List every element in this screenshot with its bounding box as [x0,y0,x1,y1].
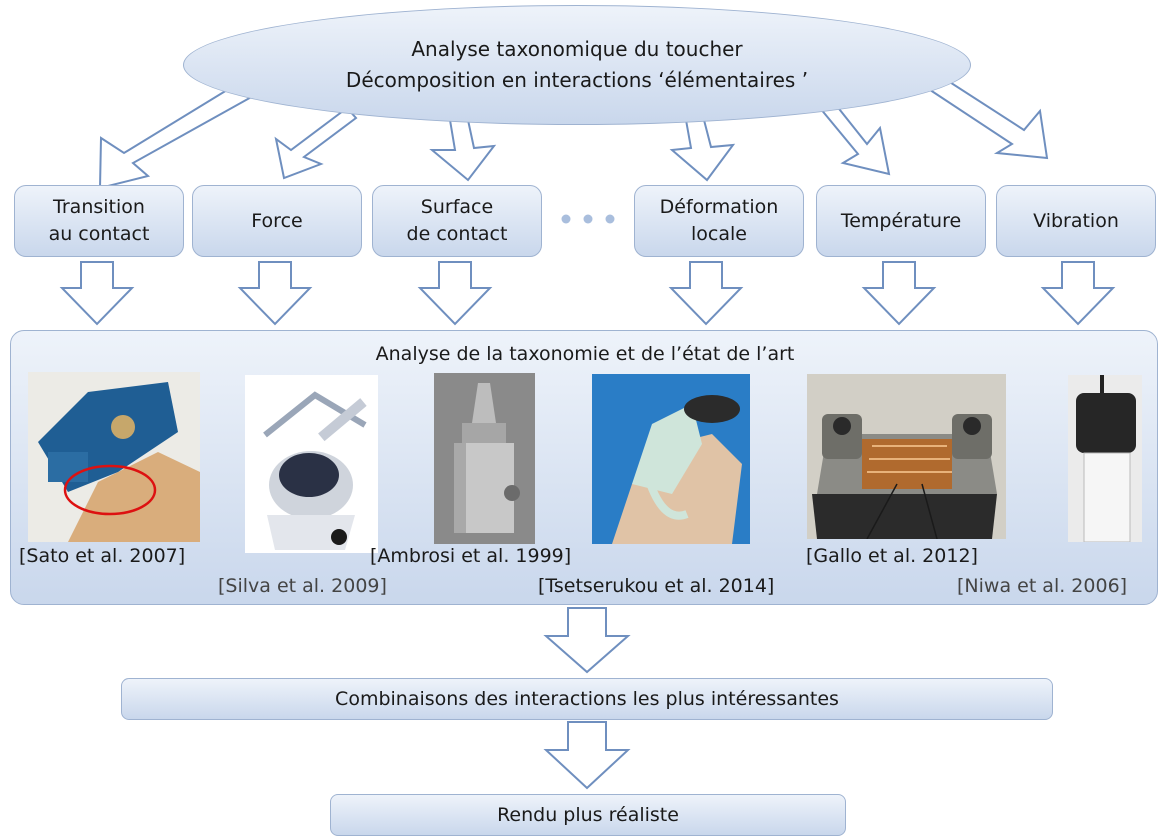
down-arrow-to-combinations [543,607,631,674]
ref-niwa: [Niwa et al. 2006] [957,575,1128,597]
taxonomy-ellipse: Analyse taxonomique du toucher Décomposi… [183,5,971,125]
ref-ambrosi: [Ambrosi et al. 1999] [370,545,572,567]
robotic-finger-device-photo [28,372,200,542]
down-arrow-surface [417,261,493,326]
down-arrow-vibration [1040,261,1116,326]
box-deformation: Déformation locale [634,185,804,257]
combinations-box: Combinaisons des interactions les plus i… [121,678,1053,720]
arrow-to-force [274,106,358,180]
ref-sato: [Sato et al. 2007] [19,545,186,567]
thermal-display-photo [807,374,1006,539]
haptic-stylus-device-photo [245,375,378,553]
box-force: Force [192,185,362,257]
box-surface: Surface de contact [372,185,542,257]
arrow-to-surface [429,119,497,182]
down-arrow-force [237,261,313,326]
ellipsis-dot [583,214,593,224]
down-arrow-transition [59,261,135,326]
box-vibration: Vibration [996,185,1156,257]
panel-title: Analyse de la taxonomie et de l’état de … [375,343,795,365]
result-box: Rendu plus réaliste [330,794,846,836]
box-transition: Transition au contact [14,185,184,257]
ellipse-title: Analyse taxonomique du toucher [411,37,743,61]
box-temperature: Température [816,185,986,257]
ref-silva: [Silva et al. 2009] [218,575,387,597]
ellipsis-dot [605,214,615,224]
ref-tsetserukou: [Tsetserukou et al. 2014] [538,575,775,597]
finger-wearable-device-photo [592,374,750,544]
arrow-to-deformation [669,119,736,182]
down-arrow-temperature [861,261,937,326]
ellipsis-dot [561,214,571,224]
down-arrow-deformation [668,261,744,326]
ref-gallo: [Gallo et al. 2012] [806,545,978,567]
arrow-to-temperature [818,98,891,176]
down-arrow-to-result [543,721,631,790]
ellipse-subtitle: Décomposition en interactions ‘élémentai… [345,68,809,92]
vibrotactile-actuator-photo [1068,375,1142,542]
metal-tactile-pin-photo [434,373,535,544]
